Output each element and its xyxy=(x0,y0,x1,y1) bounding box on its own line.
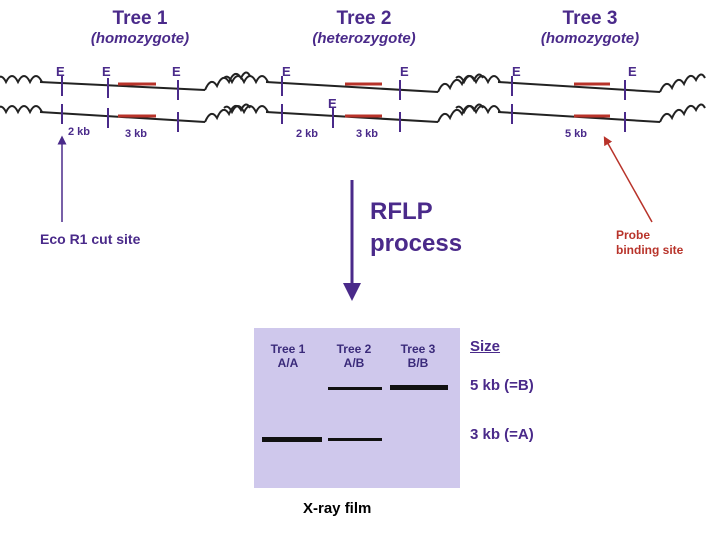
lane-genotype: A/A xyxy=(277,356,299,370)
fragment-size-label: 3 kb xyxy=(356,128,379,140)
ecori-site-label: E xyxy=(102,64,111,79)
tree1-title: Tree 1 xyxy=(112,8,168,29)
probe-pointer-arrow xyxy=(603,136,653,223)
lane-genotype: B/B xyxy=(407,356,429,370)
fragment-size-label: 2 kb xyxy=(68,126,91,138)
probe-binding-site-label: Probe binding site xyxy=(616,228,684,257)
tree2-title: Tree 2 xyxy=(336,8,392,29)
tree2-subtitle: (heterozygote) xyxy=(312,30,416,47)
lane-genotype: A/B xyxy=(343,356,365,370)
gel-band-5kb xyxy=(390,385,448,390)
ecori-site-label: E xyxy=(328,96,337,111)
gel-film: Tree 1 A/A Tree 2 A/B Tree 3 B/B xyxy=(254,328,460,488)
process-label-line1: RFLP xyxy=(370,198,433,225)
tree2-chromosomes xyxy=(223,73,484,123)
gel-band-3kb xyxy=(262,437,322,442)
lane-name: Tree 3 xyxy=(400,342,436,356)
coil-right xyxy=(204,71,251,91)
fragment-size-label: 3 kb xyxy=(125,128,148,140)
ecori-site-label: E xyxy=(56,64,65,79)
film-label: X-ray film xyxy=(303,500,372,517)
tree1-subtitle: (homozygote) xyxy=(90,30,190,47)
size-3kb-label: 3 kb (=A) xyxy=(470,426,534,443)
ecori-site-label: E xyxy=(172,64,181,79)
coil-left xyxy=(0,75,43,85)
size-5kb-label: 5 kb (=B) xyxy=(470,377,534,394)
lane-name: Tree 2 xyxy=(336,342,372,356)
gel-band-3kb xyxy=(328,438,382,441)
tree3-subtitle: (homozygote) xyxy=(540,30,640,47)
size-heading: Size xyxy=(470,338,501,355)
fragment-size-label: 2 kb xyxy=(296,128,319,140)
ecori-site-label: E xyxy=(628,64,637,79)
gel-band-5kb xyxy=(328,387,382,390)
ecori-site-label: E xyxy=(282,64,291,79)
eco-cut-site-label: Eco R1 cut site xyxy=(40,231,141,247)
ecori-site-label: E xyxy=(512,64,521,79)
lane-name: Tree 1 xyxy=(270,342,306,356)
tree3-title: Tree 3 xyxy=(562,8,618,29)
fragment-size-label: 5 kb xyxy=(565,128,588,140)
process-label-line2: process xyxy=(370,230,463,257)
ecori-site-label: E xyxy=(400,64,409,79)
